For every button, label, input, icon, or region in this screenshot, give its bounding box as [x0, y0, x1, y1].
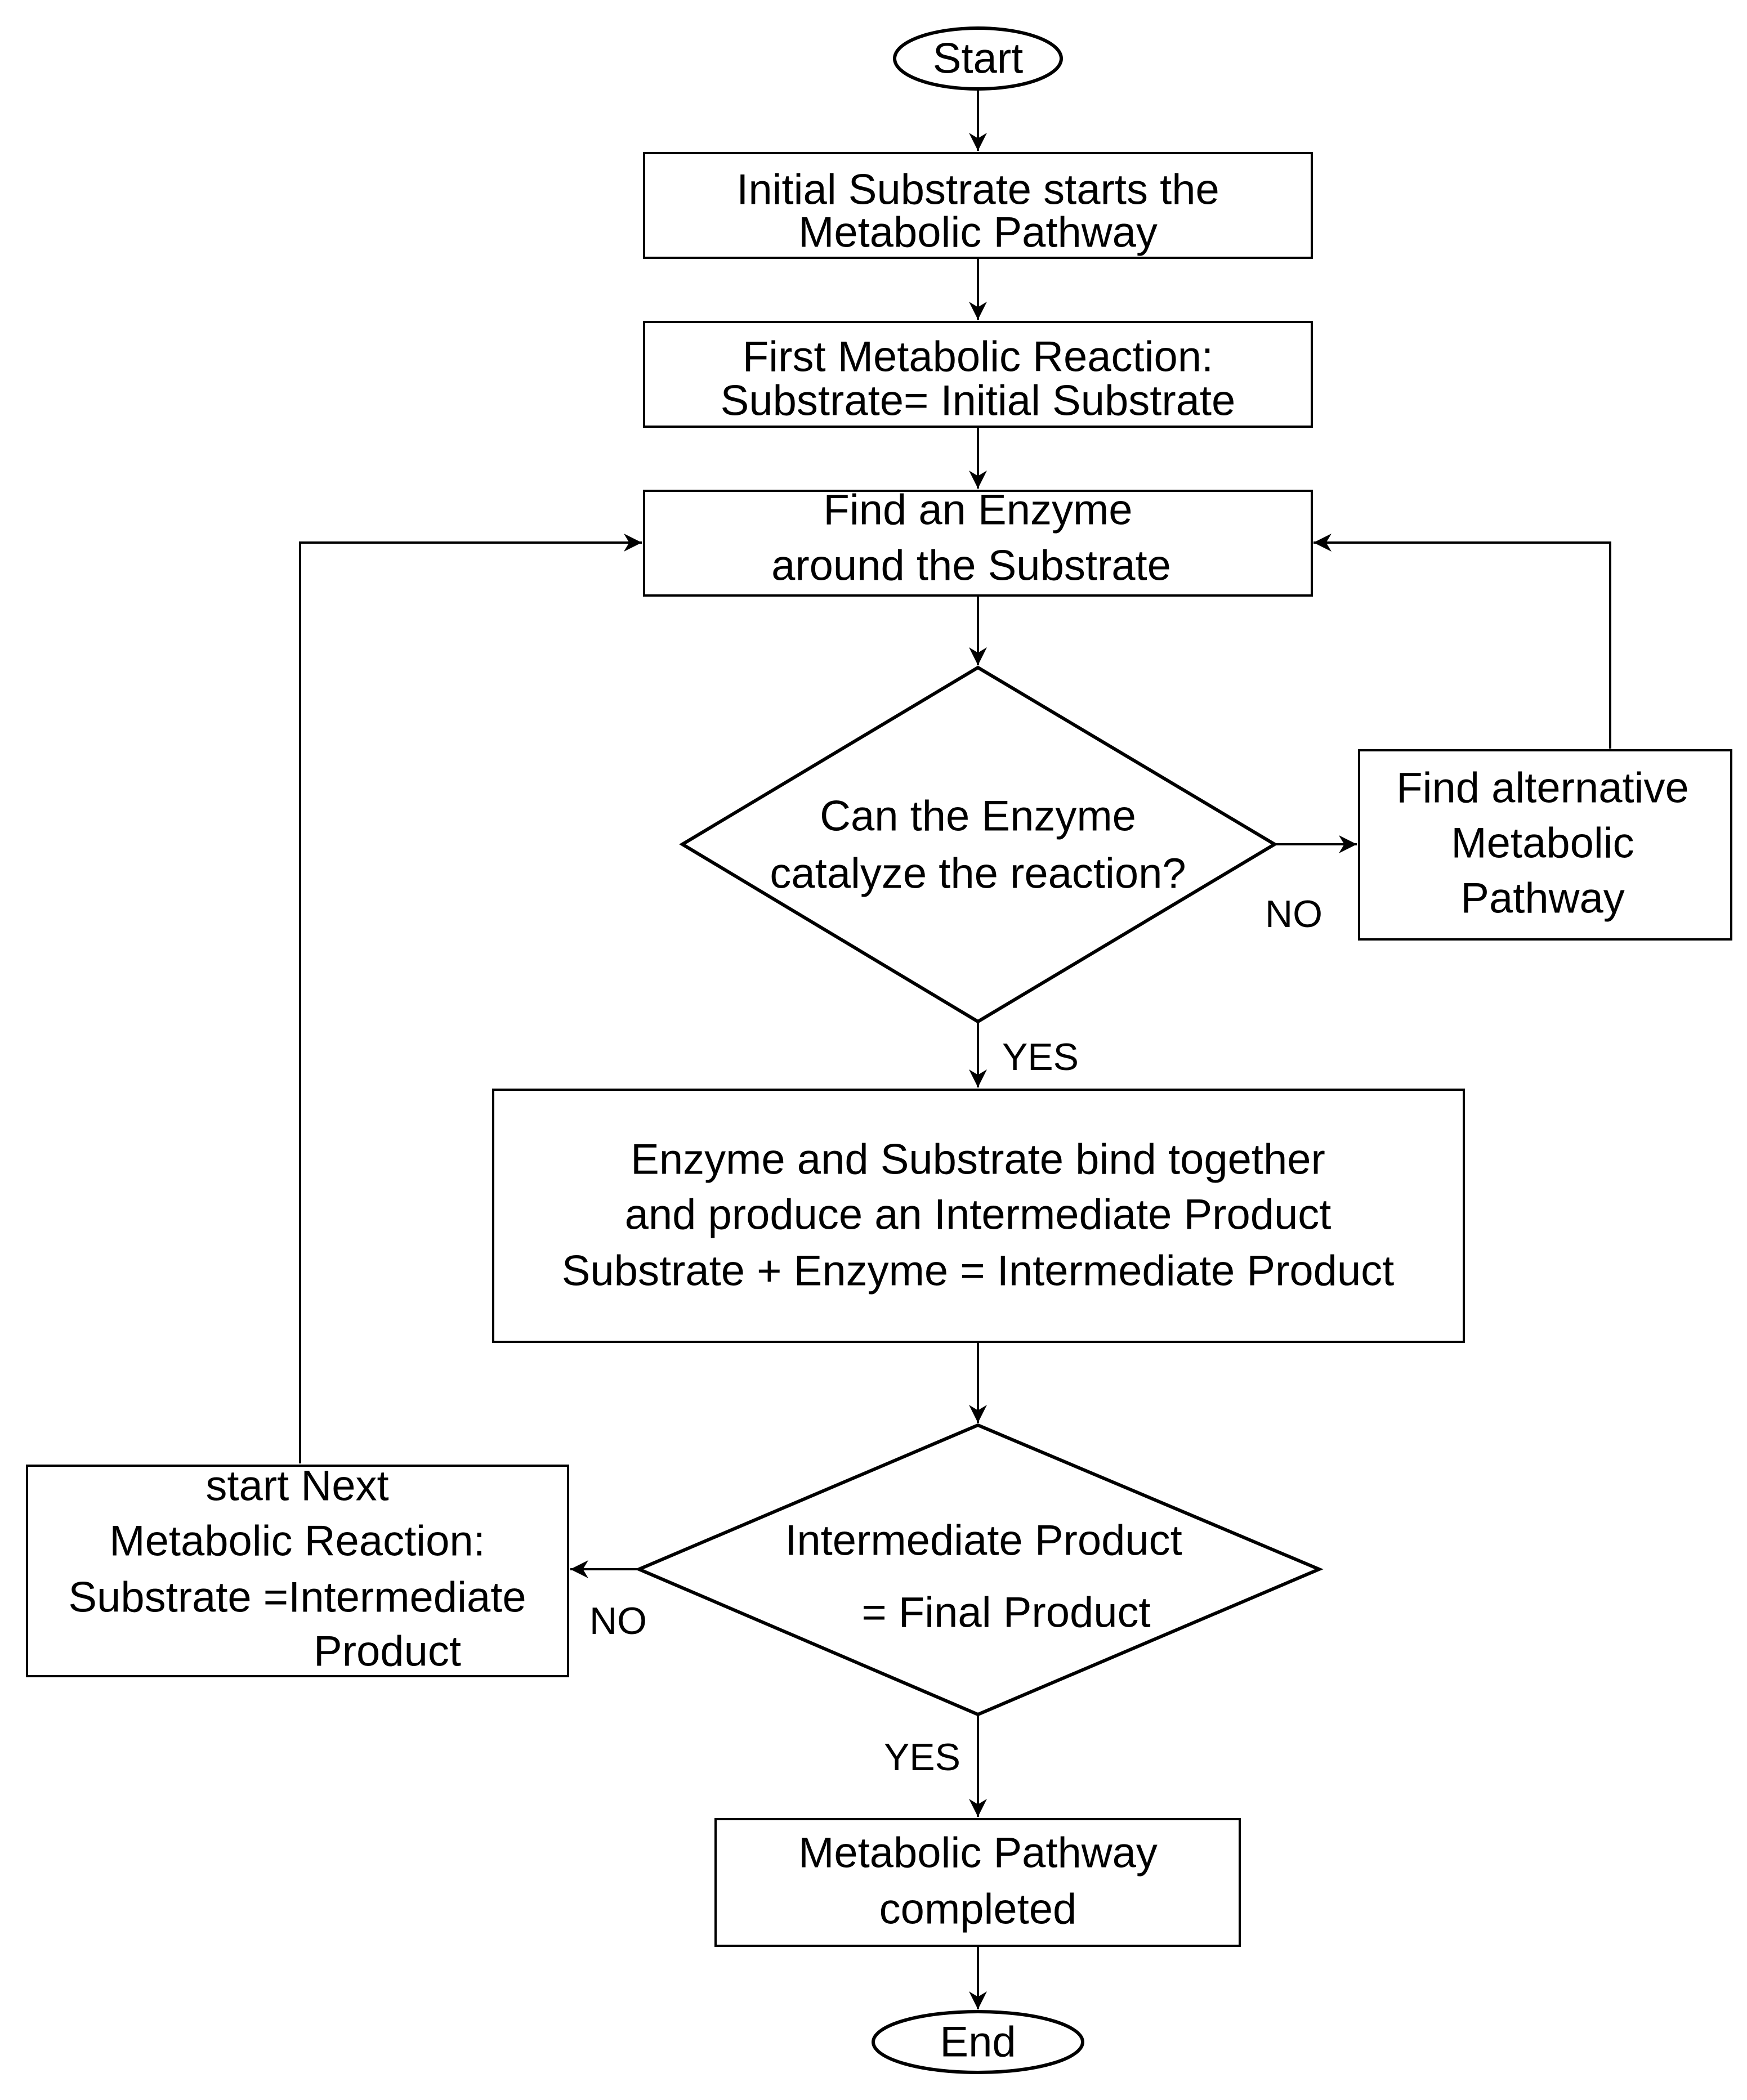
edge-next-reaction-back-to-find-enzyme [299, 534, 642, 1463]
catalyze-yes-label: YES [1002, 1036, 1079, 1078]
next-reaction-node: start Next Metabolic Reaction: Substrate… [26, 1462, 569, 1677]
edges [299, 90, 1611, 2009]
find-enzyme-label-line-2: around the Substrate [771, 542, 1171, 590]
final-yes-label: YES [884, 1736, 960, 1779]
start-node: Start [893, 26, 1063, 91]
bind-label-line-3: Substrate + Enzyme = Intermediate Produc… [562, 1247, 1395, 1295]
alternative-pathway-node: Find alternative Metabolic Pathway [1358, 749, 1732, 941]
bind-label-line-2: and produce an Intermediate Product [625, 1191, 1332, 1239]
can-catalyze-decision: Can the Enzyme catalyze the reaction? [679, 665, 1278, 1024]
bind-label-line-1: Enzyme and Substrate bind together [631, 1136, 1325, 1184]
completed-label-line-2: completed [879, 1886, 1077, 1933]
end-node: End [872, 2010, 1084, 2074]
find-enzyme-label-line-1: Find an Enzyme [823, 486, 1132, 534]
is-final-decision: Intermediate Product = Final Product [635, 1423, 1324, 1717]
initial-substrate-label-line-1: Initial Substrate starts the [736, 166, 1219, 214]
alternative-pathway-label-line-1: Find alternative [1396, 764, 1689, 812]
start-label: Start [933, 35, 1024, 83]
next-reaction-label-line-4: Product [314, 1628, 461, 1676]
next-reaction-label-line-2: Metabolic Reaction: [109, 1517, 485, 1565]
first-reaction-label-line-2: Substrate= Initial Substrate [721, 377, 1236, 425]
alternative-pathway-label-line-3: Pathway [1460, 875, 1625, 923]
end-label: End [940, 2018, 1016, 2066]
alternative-pathway-label-line-2: Metabolic [1451, 820, 1634, 867]
first-reaction-label-line-1: First Metabolic Reaction: [743, 333, 1213, 381]
find-enzyme-node: Find an Enzyme around the Substrate [643, 486, 1313, 597]
is-final-label-line-2: = Final Product [861, 1589, 1150, 1637]
first-reaction-node: First Metabolic Reaction: Substrate= Ini… [643, 321, 1313, 428]
can-catalyze-label-line-1: Can the Enzyme [820, 792, 1136, 840]
edge-alternative-back-to-find-enzyme [1313, 534, 1611, 749]
initial-substrate-node: Initial Substrate starts the Metabolic P… [643, 152, 1313, 259]
bind-node: Enzyme and Substrate bind together and p… [492, 1089, 1465, 1343]
initial-substrate-label-line-2: Metabolic Pathway [798, 209, 1158, 257]
catalyze-no-label: NO [1265, 893, 1322, 935]
next-reaction-label-line-1: start Next [205, 1462, 388, 1510]
completed-node: Metabolic Pathway completed [714, 1818, 1241, 1947]
completed-label-line-1: Metabolic Pathway [798, 1829, 1158, 1877]
can-catalyze-label-line-2: catalyze the reaction? [770, 850, 1186, 898]
final-no-label: NO [589, 1600, 647, 1642]
is-final-label-line-1: Intermediate Product [785, 1517, 1182, 1565]
next-reaction-label-line-3: Substrate =Intermediate [68, 1574, 526, 1622]
